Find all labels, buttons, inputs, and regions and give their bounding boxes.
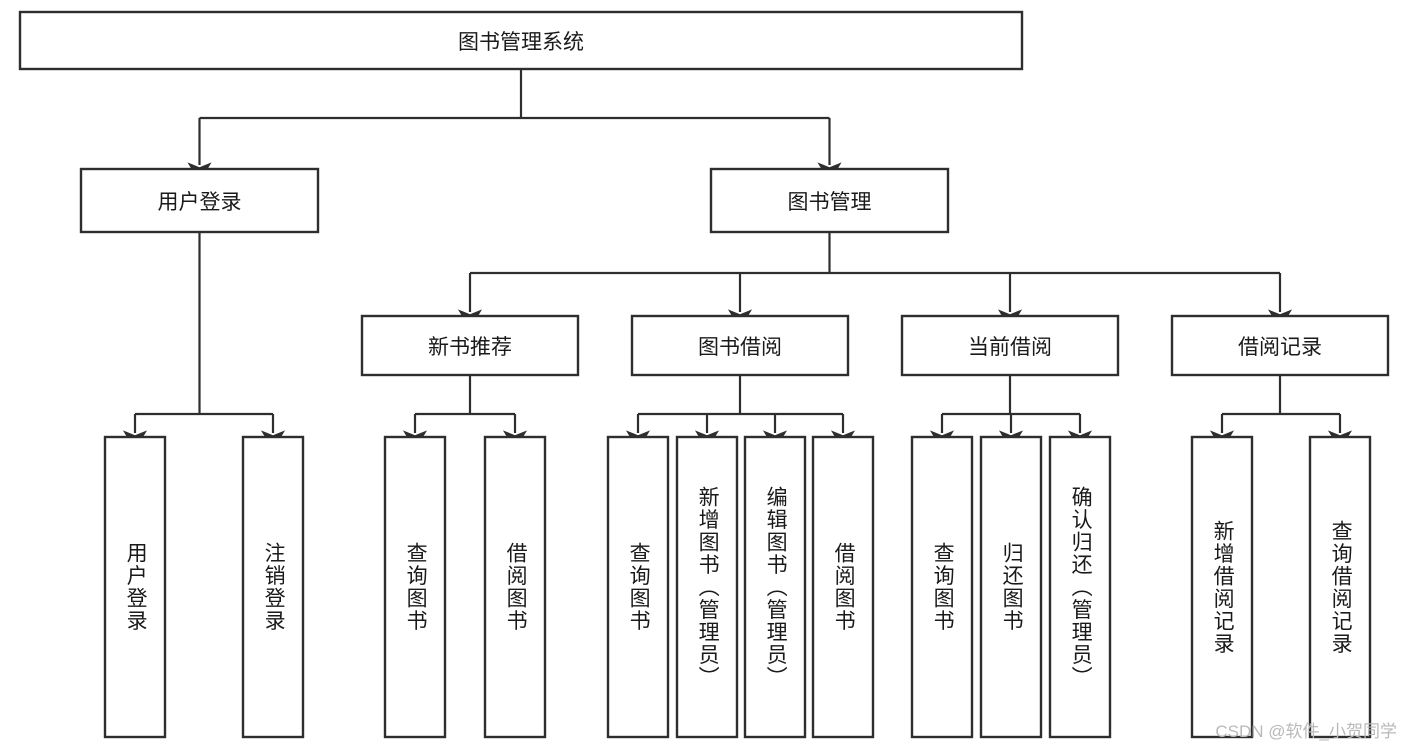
node-leaf-query-book-cur[interactable] <box>910 435 974 739</box>
connector-layer <box>122 69 1353 451</box>
node-leaf-query-book-rec[interactable] <box>383 435 447 739</box>
node-leaf-edit-book[interactable] <box>743 435 807 739</box>
node-leaf-logout[interactable] <box>241 435 305 739</box>
node-user-login[interactable] <box>79 167 320 234</box>
node-root[interactable] <box>18 10 1024 71</box>
node-leaf-user-login[interactable] <box>103 435 167 739</box>
node-current-borrow[interactable] <box>900 314 1120 377</box>
node-leaf-add-record[interactable] <box>1190 435 1254 739</box>
node-leaf-confirm-return[interactable] <box>1048 435 1112 739</box>
node-leaf-add-book[interactable] <box>675 435 739 739</box>
node-book-manage[interactable] <box>709 167 950 234</box>
node-new-book-rec[interactable] <box>360 314 580 377</box>
box-layer <box>18 10 1390 739</box>
node-leaf-return-book[interactable] <box>979 435 1043 739</box>
node-leaf-query-book-borrow[interactable] <box>606 435 670 739</box>
node-leaf-borrow-book-rec[interactable] <box>483 435 547 739</box>
node-leaf-query-record[interactable] <box>1308 435 1372 739</box>
node-borrow-record[interactable] <box>1170 314 1390 377</box>
node-leaf-borrow-book[interactable] <box>811 435 875 739</box>
node-book-borrow[interactable] <box>630 314 850 377</box>
